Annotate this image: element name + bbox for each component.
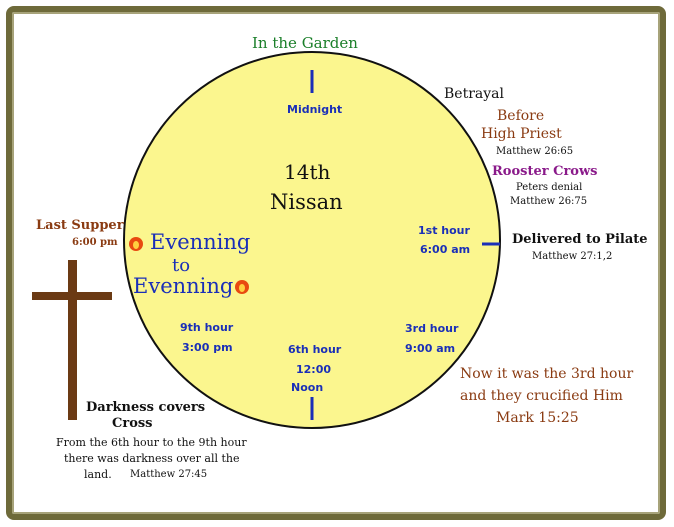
betrayal-label: Betrayal (444, 86, 504, 102)
ninth-hour-label: 9th hour (180, 321, 234, 334)
darkness-line2: Cross (112, 416, 153, 431)
cross-beam (32, 292, 112, 300)
darkness-line1: Darkness covers (86, 400, 206, 415)
frame-border (6, 6, 666, 520)
crucified-ref: Mark 15:25 (496, 410, 579, 426)
center-month: Nissan (270, 190, 343, 214)
cycle-line1: Evenning (150, 230, 251, 254)
first-hour-label: 1st hour (418, 224, 470, 237)
third-time-label: 9:00 am (405, 342, 456, 355)
ninth-time-label: 3:00 pm (182, 341, 233, 354)
sixth-time-label: 12:00 (296, 363, 332, 376)
cycle-line2: to (172, 255, 191, 276)
darkness-line3: From the 6th hour to the 9th hour (56, 436, 247, 449)
day-circle (123, 51, 501, 429)
before-line2: High Priest (481, 126, 562, 142)
first-time-label: 6:00 am (420, 243, 471, 256)
cross-post (68, 260, 77, 420)
rooster-title: Rooster Crows (492, 164, 598, 179)
third-hour-label: 3rd hour (405, 322, 459, 335)
supper-title: Last Supper (36, 218, 124, 233)
supper-time: 6:00 pm (72, 237, 118, 248)
cycle-line3: Evenning (133, 274, 234, 298)
darkness-line4: there was darkness over all the (64, 452, 240, 465)
pilate-ref: Matthew 27:1,2 (532, 251, 613, 262)
before-line1: Before (497, 108, 545, 124)
center-day: 14th (284, 160, 331, 184)
sixth-hour-label: 6th hour (288, 343, 342, 356)
darkness-ref: Matthew 27:45 (130, 469, 208, 480)
darkness-line5: land. (84, 468, 112, 481)
sixth-noon-label: Noon (291, 381, 324, 394)
rooster-ref: Matthew 26:75 (510, 196, 588, 207)
before-ref: Matthew 26:65 (496, 146, 574, 157)
crucified-line2: and they crucified Him (460, 388, 623, 404)
garden-label: In the Garden (252, 34, 358, 52)
midnight-label: Midnight (287, 103, 343, 116)
flame-icon (129, 237, 143, 251)
rooster-line: Peters denial (516, 182, 583, 193)
crucified-line1: Now it was the 3rd hour (460, 366, 634, 382)
flame-icon (235, 280, 249, 294)
pilate-title: Delivered to Pilate (512, 232, 648, 247)
